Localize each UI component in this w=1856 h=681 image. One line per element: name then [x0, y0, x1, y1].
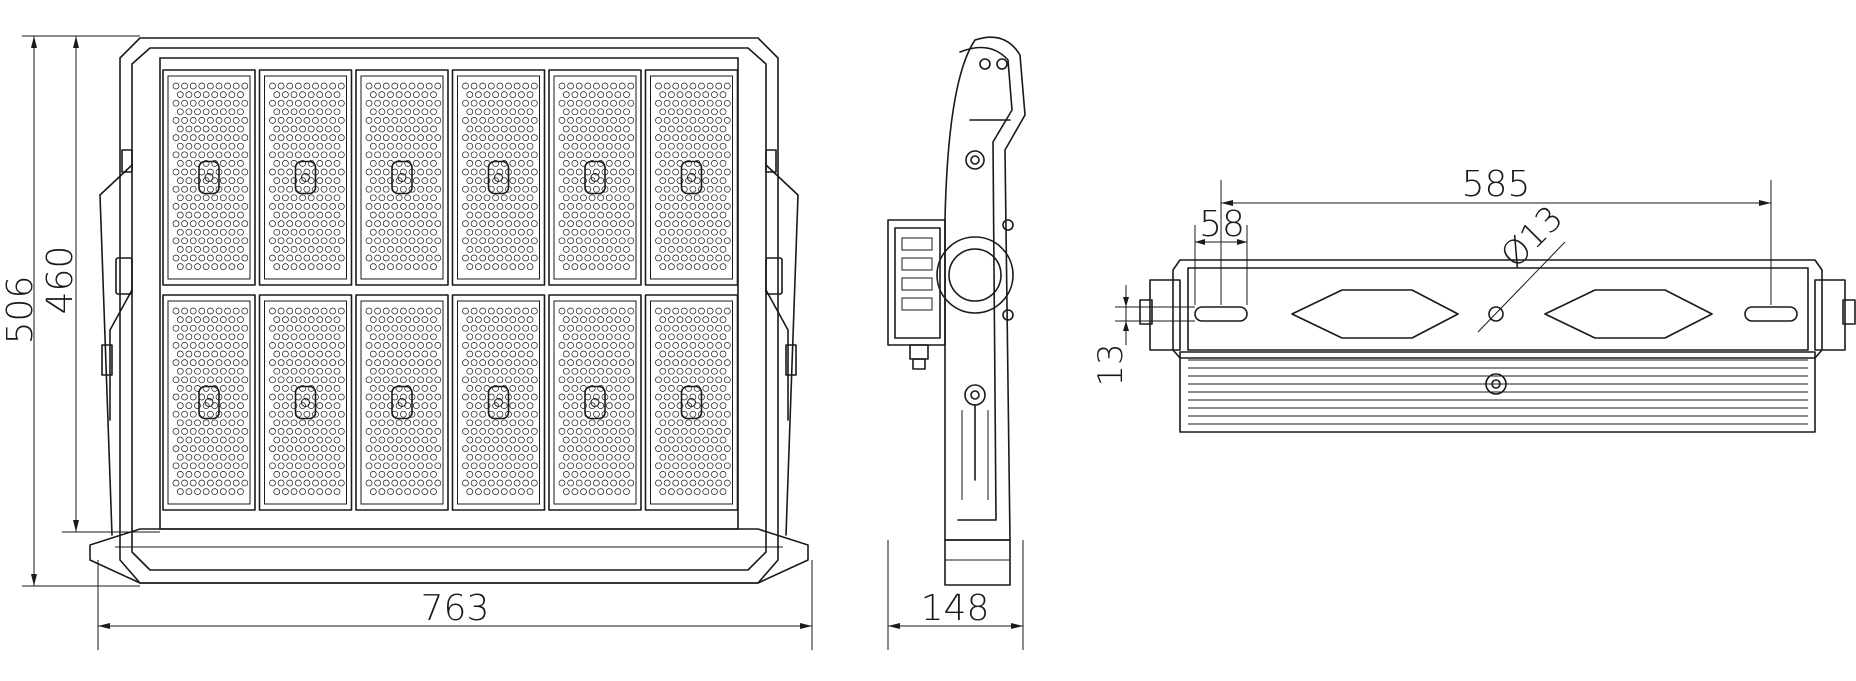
dim-slot-length: 58 [1199, 204, 1245, 245]
heatsink-fins [1188, 359, 1808, 425]
bottom-view [1139, 241, 1856, 433]
front-view [89, 37, 809, 584]
led-module [258, 294, 353, 511]
led-module [162, 294, 256, 511]
led-module [355, 69, 449, 286]
dim-hole-diameter: Ø13 [1493, 198, 1571, 276]
led-module-grid [162, 69, 739, 511]
side-dimensions: 148 [887, 540, 1024, 650]
dim-slot-spacing: 585 [1462, 164, 1531, 205]
led-module [258, 69, 353, 286]
led-module [451, 294, 546, 511]
led-module [644, 294, 739, 511]
dim-front-height-body: 460 [40, 246, 81, 315]
led-module [162, 69, 256, 286]
led-module [355, 294, 449, 511]
led-module [548, 69, 642, 286]
led-module [548, 294, 642, 511]
led-module [451, 69, 546, 286]
led-module [644, 69, 739, 286]
bottom-dimensions: 585 58 Ø13 13 [1091, 164, 1772, 387]
dim-slot-width: 13 [1091, 343, 1131, 386]
dim-front-width: 763 [421, 588, 490, 629]
dim-front-height-overall: 506 [0, 276, 41, 345]
front-dimensions: 506 460 763 [0, 35, 813, 650]
side-view [887, 36, 1026, 586]
dim-side-depth: 148 [921, 588, 990, 629]
